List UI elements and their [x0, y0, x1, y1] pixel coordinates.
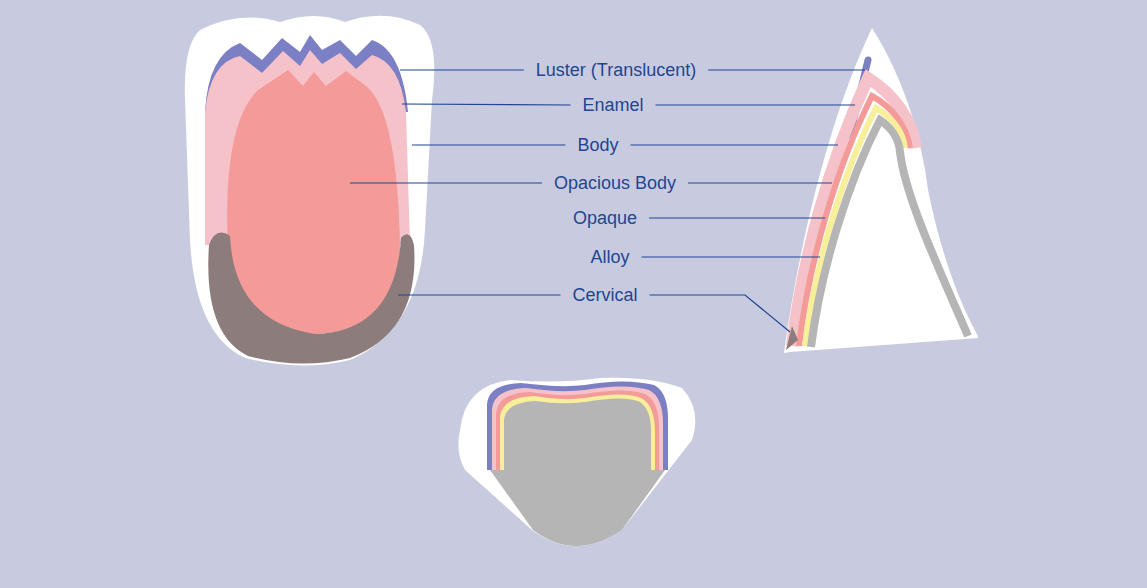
leader-line: [350, 182, 542, 183]
layer-label: Opacious Body: [554, 172, 676, 194]
luster-layer: [185, 16, 434, 366]
layer-label: Luster (Translucent): [536, 59, 696, 81]
leader-line: [650, 295, 790, 332]
leader-line: [402, 104, 570, 105]
layer-label: Cervical: [572, 284, 637, 306]
tooth-stump: [816, 130, 962, 348]
opacious-body-layer: [227, 70, 400, 334]
layer-label: Opaque: [573, 207, 637, 229]
layer-label: Body: [577, 134, 618, 156]
leader-line: [398, 294, 560, 295]
layer-label: Alloy: [590, 246, 629, 268]
leader-line: [400, 69, 524, 70]
luster-layer: [458, 378, 695, 546]
leader-line: [656, 104, 855, 105]
leader-line: [708, 69, 865, 70]
cervical-layer: [208, 233, 414, 364]
leader-line: [412, 144, 565, 145]
layer-label: Enamel: [582, 94, 643, 116]
leader-line: [642, 256, 820, 257]
leader-line: [649, 217, 825, 218]
leader-lines: [350, 70, 865, 332]
luster-layer: [784, 28, 978, 353]
cross-section-view: [458, 378, 695, 546]
leader-line: [688, 182, 832, 183]
front-view: [185, 16, 434, 366]
tooth-root: [490, 470, 665, 546]
leader-line: [631, 144, 838, 145]
alloy-layer: [811, 120, 968, 347]
side-view: [784, 28, 978, 353]
